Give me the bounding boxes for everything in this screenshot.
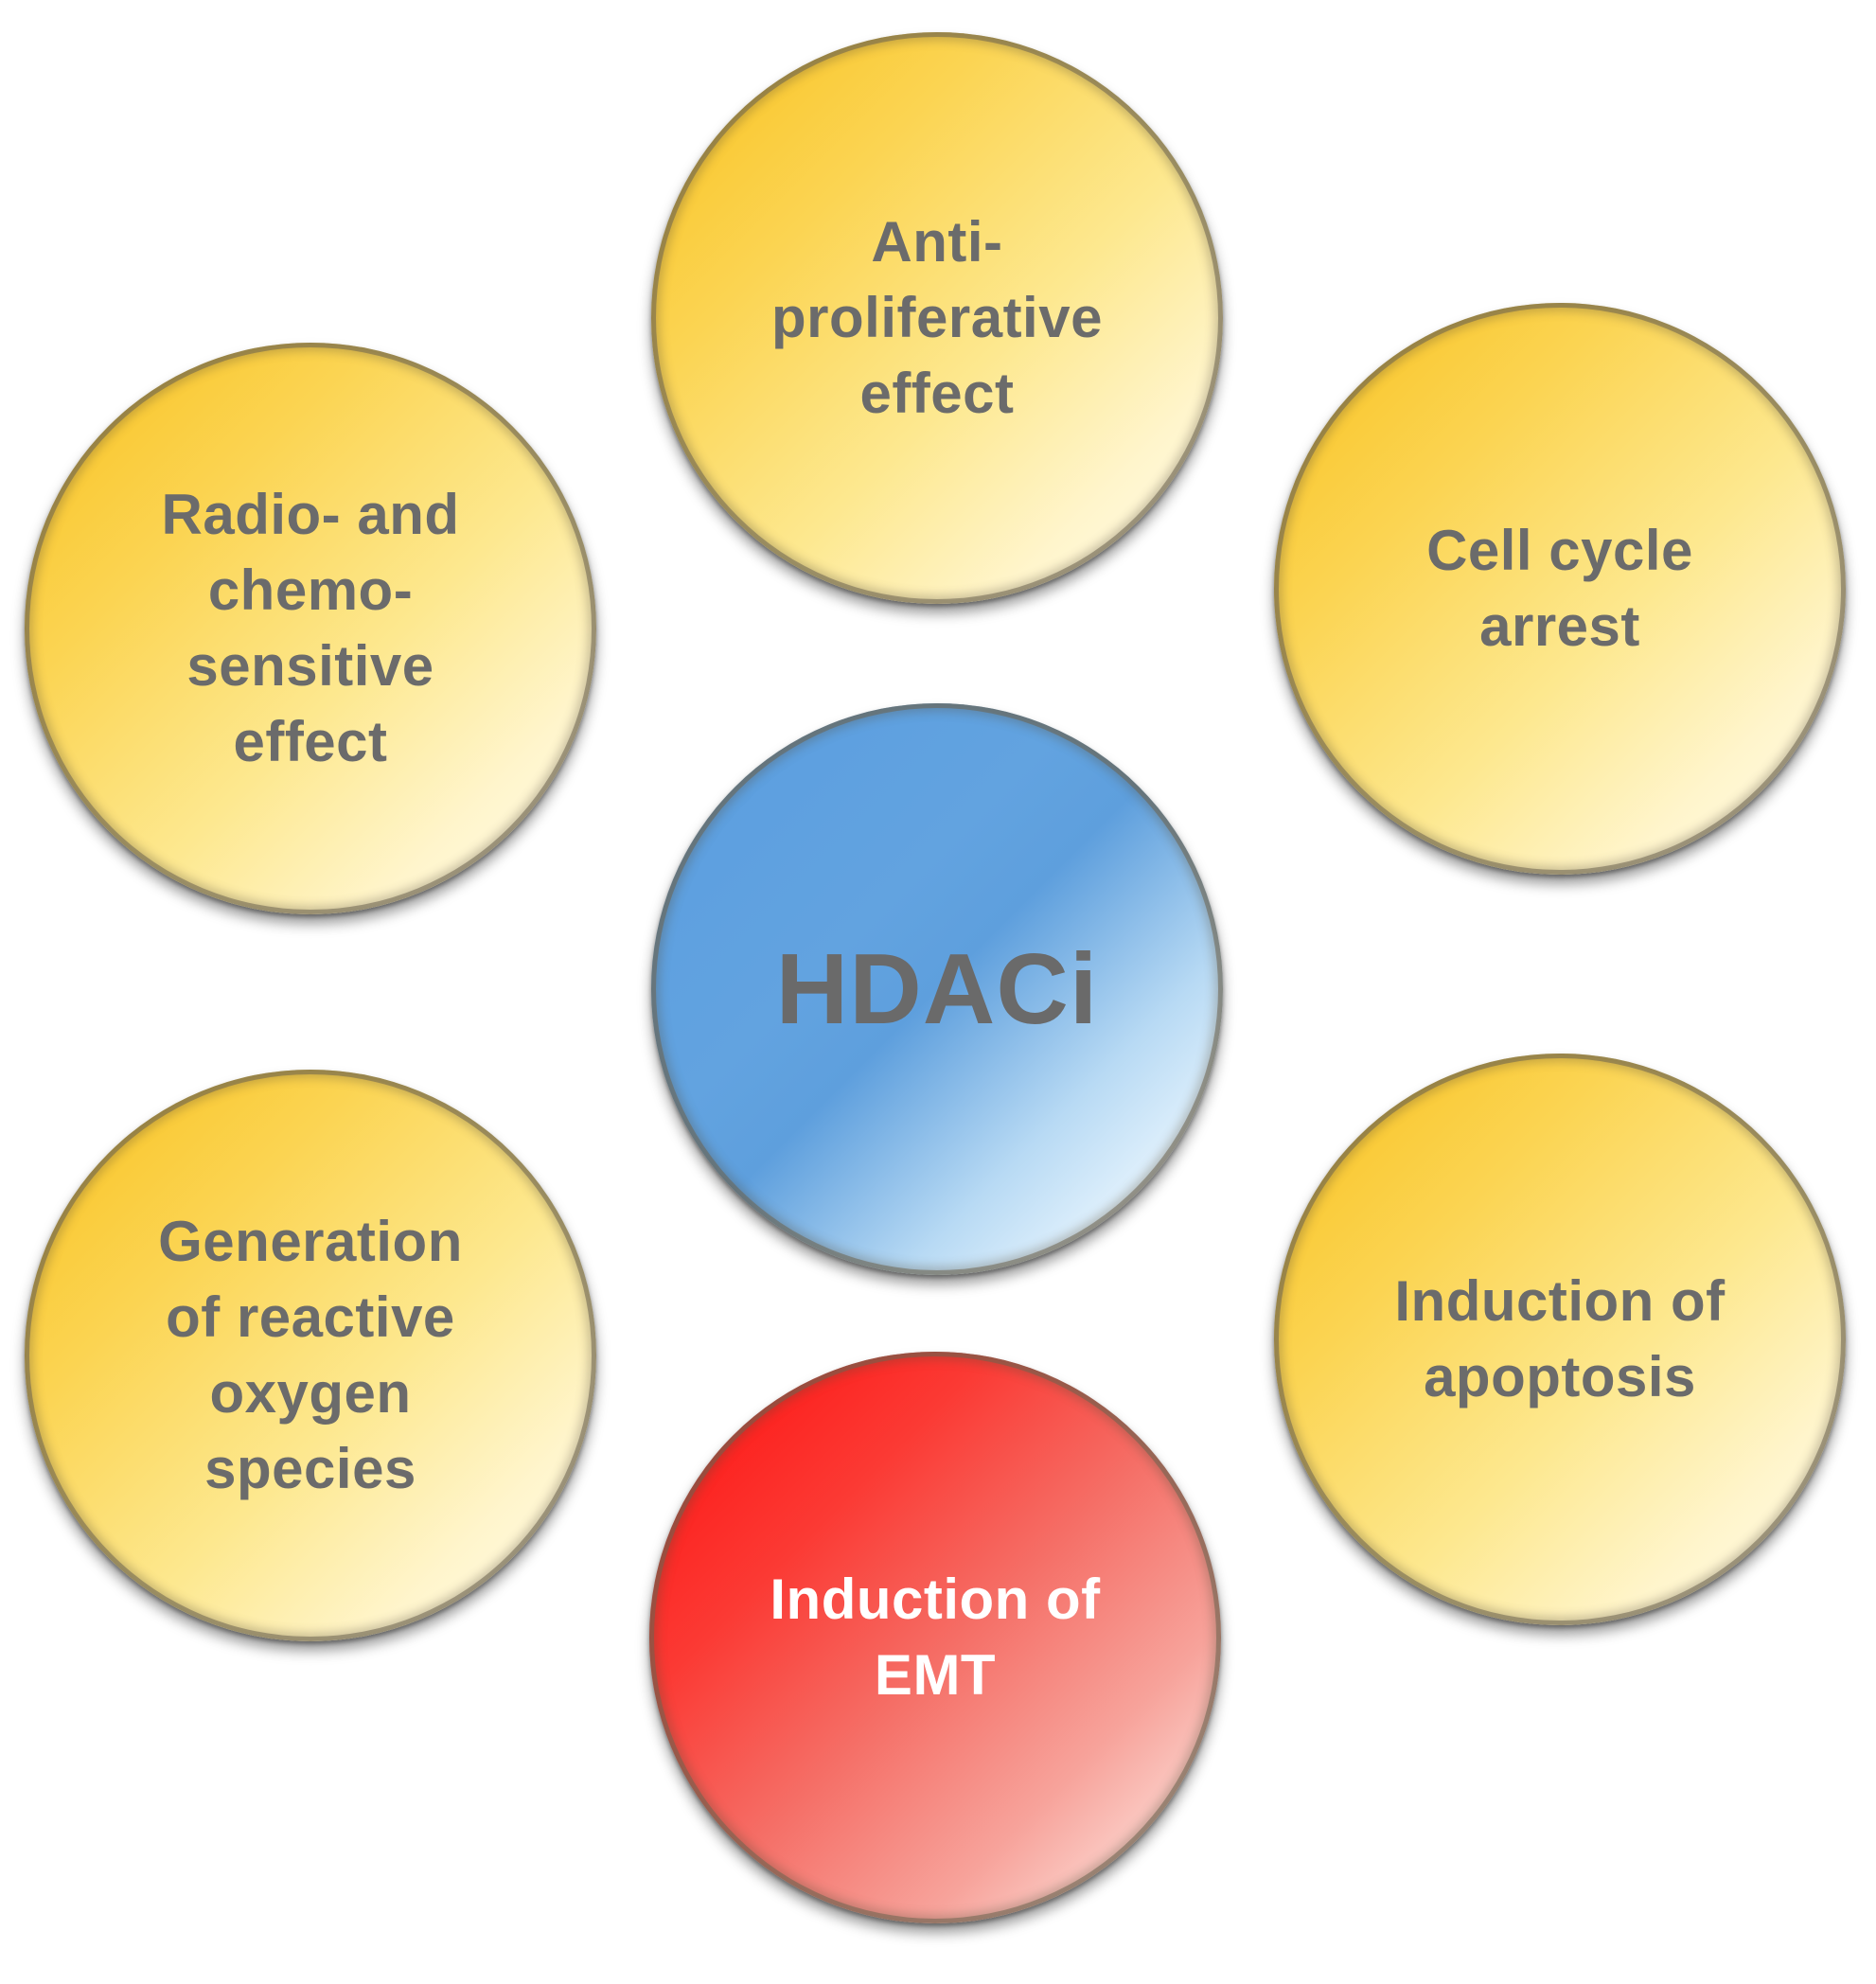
node-induction-of-apoptosis: Induction of apoptosis xyxy=(1274,1054,1846,1625)
node-induction-of-emt-label: Induction of EMT xyxy=(770,1568,1101,1707)
node-radio-chemo-sensitive-label: Radio- and chemo- sensitive effect xyxy=(161,483,460,773)
node-induction-of-emt: Induction of EMT xyxy=(649,1352,1221,1923)
node-anti-proliferative-label: Anti- proliferative effect xyxy=(771,210,1103,425)
center-node-hdaci: HDACi xyxy=(651,703,1223,1275)
node-induction-of-apoptosis-label: Induction of apoptosis xyxy=(1394,1269,1726,1408)
node-reactive-oxygen-species-label: Generation of reactive oxygen species xyxy=(158,1210,463,1500)
node-radio-chemo-sensitive: Radio- and chemo- sensitive effect xyxy=(25,343,596,914)
center-node-label: HDACi xyxy=(775,933,1099,1045)
node-anti-proliferative: Anti- proliferative effect xyxy=(651,32,1223,604)
node-cell-cycle-arrest-label: Cell cycle arrest xyxy=(1426,519,1693,658)
node-reactive-oxygen-species: Generation of reactive oxygen species xyxy=(25,1070,596,1641)
node-cell-cycle-arrest: Cell cycle arrest xyxy=(1274,303,1846,875)
